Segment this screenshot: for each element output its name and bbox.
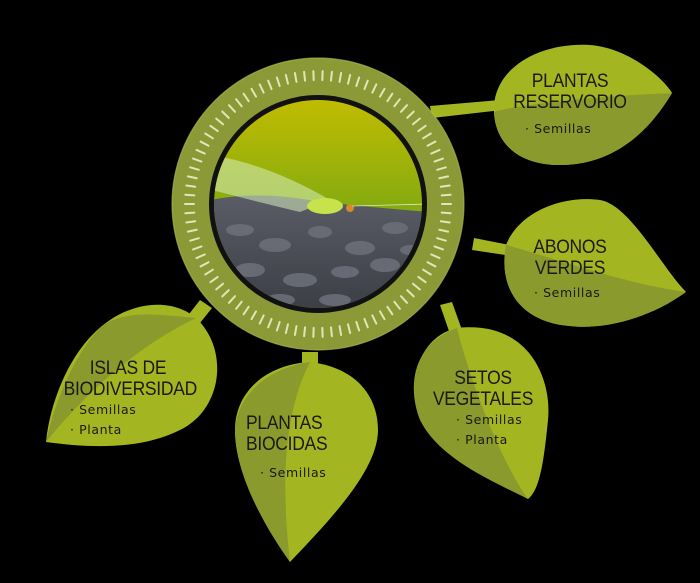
leaf-item: · Semillas bbox=[534, 285, 601, 300]
leaf-plantas-reservorio bbox=[493, 44, 672, 165]
leaf-title: PLANTAS bbox=[246, 413, 323, 434]
leaf-label-abonos-verdes: ABONOS VERDES · Semillas bbox=[520, 237, 620, 303]
leaf-title: ABONOS bbox=[533, 237, 607, 258]
leaf-abonos-verdes bbox=[504, 199, 686, 327]
leaf-label-setos-vegetales: SETOS VEGETALES · Semillas · Planta bbox=[428, 368, 538, 450]
leaf-plantas-biocidas bbox=[235, 362, 378, 562]
leaf-title: SETOS bbox=[454, 368, 512, 389]
leaf-title: PLANTAS bbox=[531, 71, 609, 92]
leaf-title: ISLAS DE bbox=[89, 358, 167, 379]
lacewing-photo bbox=[214, 100, 422, 308]
leaf-item: · Semillas bbox=[70, 402, 137, 417]
leaf-item: · Planta bbox=[456, 432, 508, 447]
leaf-item: · Semillas bbox=[525, 121, 592, 136]
leaf-title: BIOCIDAS bbox=[246, 434, 328, 455]
leaf-title: VEGETALES bbox=[432, 389, 534, 410]
leaf-islas-de-biodiversidad bbox=[46, 304, 218, 447]
leaf-title: BIODIVERSIDAD bbox=[63, 379, 198, 400]
leaf-label-plantas-reservorio: PLANTAS RESERVORIO · Semillas bbox=[505, 71, 635, 139]
leaf-item: · Semillas bbox=[456, 412, 523, 427]
leaf-title: RESERVORIO bbox=[513, 92, 627, 113]
leaf-title: VERDES bbox=[534, 258, 606, 279]
leaf-label-plantas-biocidas: PLANTAS BIOCIDAS · Semillas bbox=[246, 413, 346, 483]
leaf-item: · Planta bbox=[70, 422, 122, 437]
leaf-item: · Semillas bbox=[260, 465, 327, 480]
leaf-label-islas-de-biodiversidad: ISLAS DE BIODIVERSIDAD · Semillas · Plan… bbox=[58, 358, 198, 440]
leaf-setos-vegetales bbox=[413, 327, 549, 499]
